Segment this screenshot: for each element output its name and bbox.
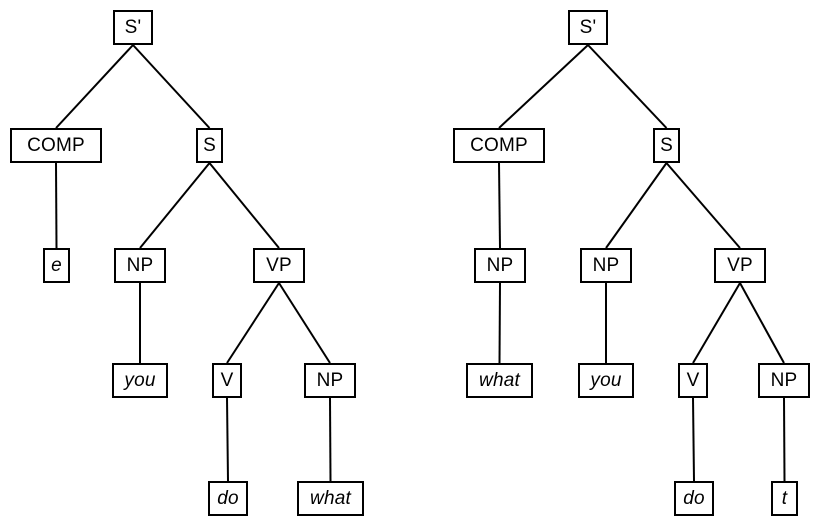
tree-node-comp: COMP [10,128,102,163]
tree-node-do: do [208,481,248,516]
tree-edge [226,397,229,482]
tree-node-sbar: S' [568,10,608,45]
tree-node-vp: VP [253,248,305,283]
tree-edge [605,162,668,249]
tree-node-comp: COMP [453,128,545,163]
tree-edge [55,162,58,249]
tree-edge [132,44,211,129]
tree-node-vp: VP [714,248,766,283]
tree-edge [498,282,501,364]
tree-node-np: NP [114,248,166,283]
tree-node-np: NP [474,248,526,283]
tree-edge [498,44,589,129]
tree-node-what: what [466,363,533,398]
tree-edge [587,44,668,129]
tree-edge [226,282,280,364]
tree-edge [139,162,211,249]
tree-node-v: V [678,363,708,398]
tree-node-what: what [297,481,364,516]
tree-node-t: t [771,481,798,516]
tree-node-np: NP [304,363,356,398]
tree-node-sbar: S' [113,10,153,45]
tree-node-np: NP [580,248,632,283]
tree-edge [665,162,741,249]
tree-node-e: e [43,248,70,283]
tree-node-np: NP [758,363,810,398]
tree-edge [498,162,501,249]
tree-node-you: you [578,363,634,398]
tree-edge [208,162,280,249]
tree-edge [692,397,695,482]
tree-node-do: do [674,481,714,516]
tree-node-v: V [212,363,242,398]
tree-edge [783,397,786,482]
tree-node-you: you [112,363,168,398]
tree-edge [55,44,134,129]
tree-node-s: S [196,128,223,163]
tree-node-s: S [653,128,680,163]
tree-edge [329,397,332,482]
tree-edge [278,282,331,364]
tree-edge [739,282,785,364]
tree-edge [692,282,741,364]
